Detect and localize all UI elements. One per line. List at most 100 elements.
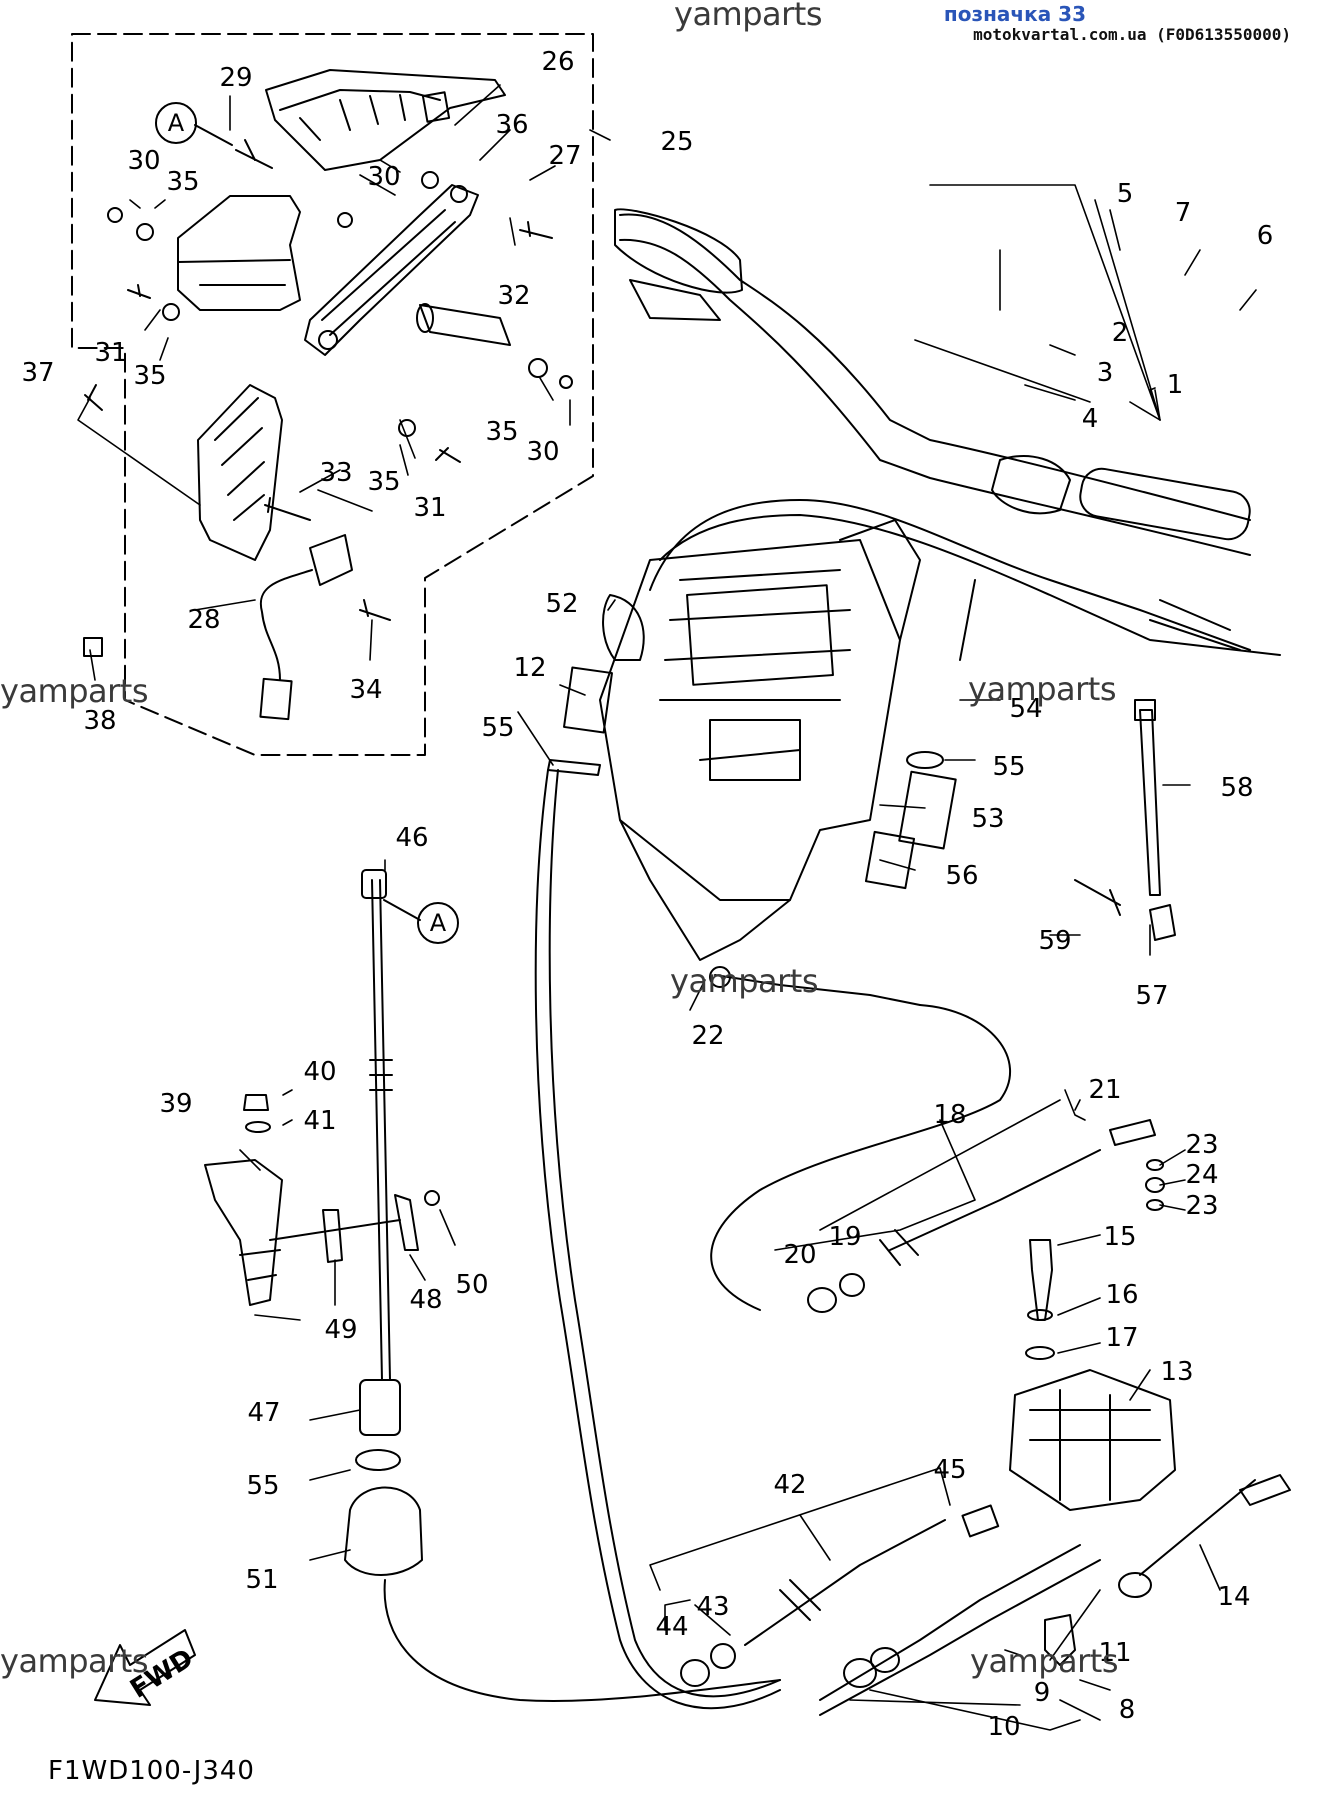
part-ref: 22	[691, 1021, 725, 1051]
part-21-joint	[1109, 1119, 1156, 1146]
part-ref: 53	[971, 804, 1005, 834]
handlebar	[619, 213, 1251, 521]
part-ref: 26	[541, 47, 575, 77]
part-ref: 31	[413, 493, 447, 523]
part-39-bracket	[204, 1159, 283, 1306]
part-55-clamp-upper	[547, 759, 601, 776]
part-ref: 14	[1217, 1582, 1251, 1612]
watermark: yamparts	[970, 1642, 1119, 1680]
part-20-nut	[807, 1287, 837, 1313]
part-ref: 39	[159, 1089, 193, 1119]
part-ref: 37	[21, 358, 55, 388]
part-ref: 23	[1185, 1130, 1219, 1160]
long-shift-cable	[534, 769, 781, 1710]
part-ref: 32	[497, 281, 531, 311]
part-15-bolt	[1029, 1239, 1053, 1321]
part-18-cable	[889, 1149, 1101, 1251]
part-ref: 43	[696, 1592, 730, 1622]
part-ref: 3	[1096, 358, 1114, 388]
part-28-sensor	[309, 534, 353, 586]
fwd-arrow	[94, 1629, 196, 1706]
part-ref: 30	[367, 162, 401, 192]
part-ref: 30	[526, 437, 560, 467]
part-ref: 58	[1220, 773, 1254, 803]
part-ref: 48	[409, 1285, 443, 1315]
part-ref: 35	[485, 417, 519, 447]
part-ref: 30	[127, 146, 161, 176]
part-26-cover	[265, 69, 506, 171]
watermark: yamparts	[670, 962, 819, 1000]
part-28-wire	[259, 569, 313, 681]
part-40-nut	[243, 1094, 269, 1111]
part-46-end	[361, 869, 387, 899]
part-52-boot	[602, 594, 645, 661]
part-ref: 19	[828, 1222, 862, 1252]
part-ref: 44	[655, 1612, 689, 1642]
part-ref: 27	[548, 141, 582, 171]
part-ref: 23	[1185, 1191, 1219, 1221]
ref-a-marker-top: A	[155, 102, 197, 144]
part-16-washer	[1027, 1309, 1053, 1321]
part-9-nut	[843, 1658, 877, 1688]
leader-lines	[77, 84, 1257, 1731]
part-ref: 35	[133, 361, 167, 391]
part-ref: 55	[246, 1471, 280, 1501]
part-ref: 12	[513, 653, 547, 683]
part-ref: 31	[94, 338, 128, 368]
part-27-lever	[304, 184, 479, 356]
part-ref: 52	[545, 589, 579, 619]
part-ref: 47	[247, 1398, 281, 1428]
part-ref: 10	[987, 1712, 1021, 1742]
watermark: yamparts	[0, 672, 149, 710]
part-ref: 16	[1105, 1280, 1139, 1310]
part-ref: 34	[349, 675, 383, 705]
part-ref: 21	[1088, 1075, 1122, 1105]
steering-column	[599, 539, 901, 961]
part-ref: 1	[1166, 370, 1184, 400]
part-ref: 4	[1081, 404, 1099, 434]
part-ref: 20	[783, 1240, 817, 1270]
part-50-nut	[424, 1190, 440, 1206]
part-8-cable	[819, 1544, 1081, 1701]
part-45-joint	[961, 1504, 1000, 1538]
part-ref: 35	[367, 467, 401, 497]
part-10-washer	[870, 1647, 900, 1673]
part-ref: 38	[83, 706, 117, 736]
part-17-washer	[1025, 1346, 1055, 1360]
part-ref: 56	[945, 861, 979, 891]
part-ref: 55	[481, 713, 515, 743]
header-site: motokvartal.com.ua (F0D613550000)	[973, 25, 1291, 44]
part-41-washer	[245, 1121, 271, 1133]
part-59-pin	[1074, 879, 1121, 916]
part-ref: 59	[1038, 926, 1072, 956]
part-55-clamp-lower	[355, 1449, 401, 1471]
part-19-washer	[839, 1273, 865, 1297]
part-ref: 45	[933, 1455, 967, 1485]
part-12-tube	[563, 666, 613, 734]
part-46-rod	[371, 879, 383, 1381]
header-label: позначка 33	[943, 2, 1086, 26]
part-56-bush	[864, 830, 916, 890]
part-ref: 9	[1033, 1678, 1051, 1708]
part-ref: 33	[319, 458, 353, 488]
watermark: yamparts	[674, 0, 823, 33]
part-ref: 29	[219, 63, 253, 93]
part-49-plate	[322, 1209, 343, 1263]
part-ref: 18	[933, 1100, 967, 1130]
fasteners-group-25	[83, 139, 573, 657]
part-ref: 49	[324, 1315, 358, 1345]
part-ref: 13	[1160, 1357, 1194, 1387]
part-ref: 25	[660, 127, 694, 157]
part-57-clip	[1149, 904, 1176, 941]
part-11-clip	[1044, 1614, 1076, 1666]
part-ref: 11	[1098, 1638, 1132, 1668]
left-grip	[614, 208, 743, 294]
part-33-plate	[197, 384, 283, 561]
part-13-bracket	[1009, 1369, 1176, 1511]
watermark: yamparts	[0, 1642, 149, 1680]
part-ref: 57	[1135, 981, 1169, 1011]
part-ref: 6	[1256, 221, 1274, 251]
part-ref: 2	[1111, 318, 1129, 348]
